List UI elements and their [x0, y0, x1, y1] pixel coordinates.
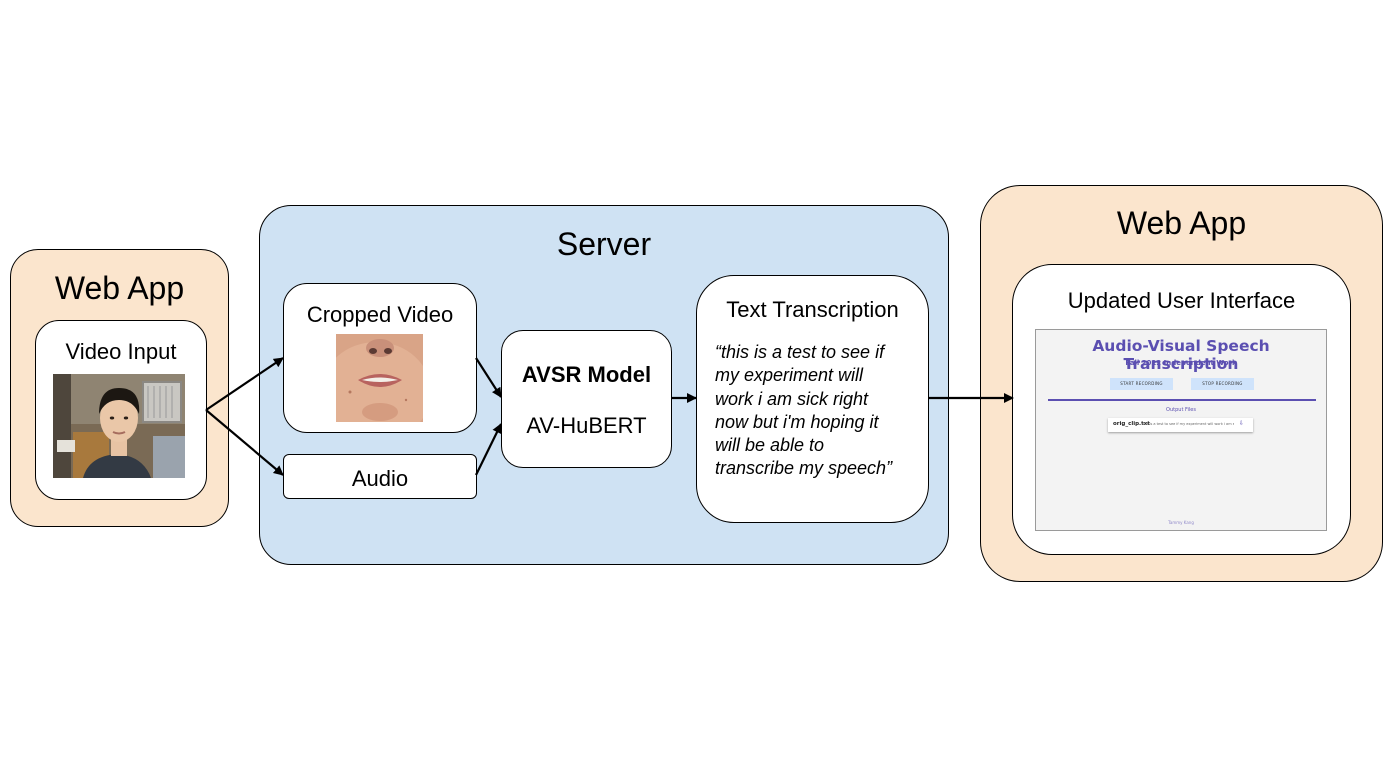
- server-title: Server: [556, 226, 652, 262]
- cropped-video-label: Cropped Video: [306, 302, 454, 327]
- text-transcription-label: Text Transcription: [726, 297, 899, 322]
- mini-file-name: orig_clip.txt: [1113, 421, 1150, 427]
- transcription-line: transcribe my speech”: [715, 458, 893, 479]
- transcription-line: now but i'm hoping it: [715, 411, 879, 432]
- right-web-app-title: Web App: [1116, 205, 1247, 241]
- video-input-image: [53, 374, 185, 478]
- mini-file-card: orig_clip.txt this is a test to see if m…: [1108, 418, 1253, 432]
- audio-label: Audio: [351, 466, 409, 491]
- transcription-line: will be able to: [715, 435, 825, 456]
- mini-file-preview: this is a test to see if my experiment w…: [1142, 422, 1234, 426]
- video-input-label: Video Input: [65, 339, 177, 364]
- mini-output-heading: Output Files: [1166, 407, 1196, 413]
- mini-start-button: START RECORDING: [1110, 378, 1173, 390]
- updated-ui-label: Updated User Interface: [1067, 288, 1296, 313]
- mini-ui-title: Audio-Visual Speech Transcription: [1092, 337, 1270, 373]
- cropped-video-image: [336, 334, 423, 422]
- avsr-model-box: AVSR Model AV-HuBERT: [501, 330, 672, 468]
- mini-ui-subtitle: Fall 2022 Independent Work: [1125, 359, 1237, 367]
- transcription-line: my experiment will: [715, 365, 864, 386]
- transcription-line: “this is a test to see if: [715, 342, 885, 362]
- avsr-model-label: AVSR Model: [521, 362, 652, 387]
- download-icon: ⇩: [1238, 420, 1244, 427]
- left-web-app-title: Web App: [54, 270, 185, 306]
- mini-footer: Tammy Kang: [1168, 520, 1194, 525]
- mini-ui-screenshot: Audio-Visual Speech Transcription Fall 2…: [1035, 329, 1327, 531]
- text-transcription-box: Text Transcription: [696, 275, 929, 523]
- audio-box: Audio: [283, 454, 477, 499]
- mini-stop-button: STOP RECORDING: [1191, 378, 1254, 390]
- avsr-model-name: AV-HuBERT: [526, 413, 647, 438]
- transcription-line: work i am sick right: [715, 388, 869, 409]
- transcription-text: “this is a test to see if my experiment …: [715, 341, 892, 481]
- mini-divider: [1048, 399, 1316, 401]
